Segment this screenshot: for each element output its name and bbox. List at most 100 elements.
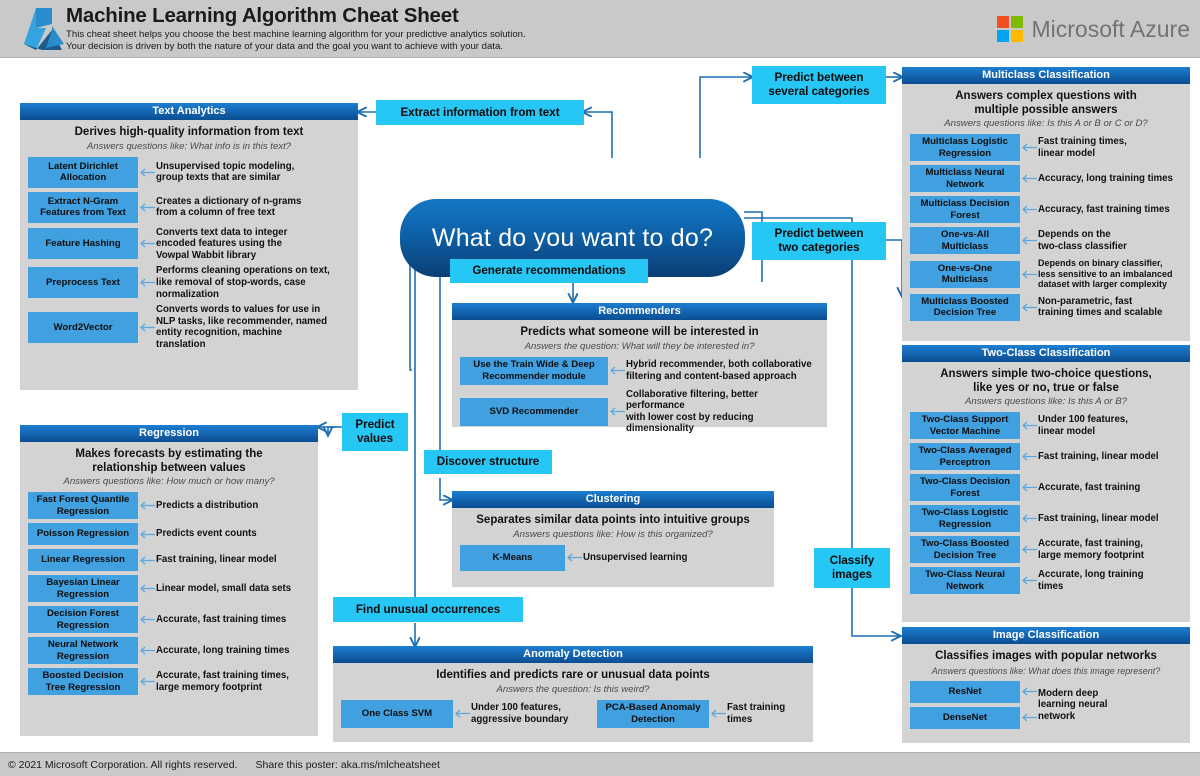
decision-discover-structure[interactable]: Discover structure	[424, 450, 552, 474]
algorithm-row[interactable]: Two-Class Support Vector Machine Under 1…	[910, 412, 1182, 440]
left-arrow-icon	[138, 238, 156, 249]
algorithm-row[interactable]: Extract N-Gram Features from Text Create…	[28, 191, 350, 223]
left-arrow-icon	[1020, 451, 1038, 462]
algorithm-desc: Hybrid recommender, both collaborative f…	[626, 359, 812, 382]
panel-text-analytics: Text Analytics Derives high-quality info…	[20, 103, 358, 390]
algorithm-row[interactable]: Latent Dirichlet Allocation Unsupervised…	[28, 156, 350, 188]
algorithm-box[interactable]: Two-Class Logistic Regression	[910, 505, 1020, 533]
algorithm-row[interactable]: ResNet	[910, 680, 1038, 703]
algorithm-desc: Fast training, linear model	[156, 554, 277, 566]
panel-subtitle: Answers questions like: What info is in …	[86, 140, 292, 152]
algorithm-desc: Predicts a distribution	[156, 499, 259, 511]
algorithm-box[interactable]: K-Means	[460, 544, 565, 571]
algorithm-box[interactable]: Fast Forest Quantile Regression	[28, 492, 138, 520]
algorithm-box[interactable]: One Class SVM	[341, 699, 453, 728]
left-arrow-icon	[138, 555, 156, 566]
decision-label: Predict values	[355, 418, 395, 445]
algorithm-row[interactable]: Two-Class Neural Network Accurate, long …	[910, 567, 1182, 595]
algorithm-box[interactable]: Two-Class Boosted Decision Tree	[910, 536, 1020, 564]
panel-regression: Regression Makes forecasts by estimating…	[20, 425, 318, 736]
algorithm-row[interactable]: Bayesian Linear Regression Linear model,…	[28, 575, 310, 603]
algorithm-desc: Depends on the two-class classifier	[1038, 229, 1127, 252]
algorithm-box[interactable]: Multiclass Neural Network	[910, 165, 1020, 193]
algorithm-box[interactable]: Two-Class Averaged Perceptron	[910, 443, 1020, 471]
algorithm-row[interactable]: Two-Class Averaged Perceptron Fast train…	[910, 443, 1182, 471]
algorithm-row[interactable]: K-Means Unsupervised learning	[460, 544, 766, 571]
algorithm-box[interactable]: Multiclass Decision Forest	[910, 196, 1020, 224]
panel-subtitle: Answers questions like: Is this A or B o…	[944, 118, 1148, 130]
algorithm-box[interactable]: Boosted Decision Tree Regression	[28, 668, 138, 696]
decision-extract-information-from-text[interactable]: Extract information from text	[376, 100, 584, 125]
algorithm-row[interactable]: DenseNet	[910, 706, 1038, 729]
algorithm-box[interactable]: Preprocess Text	[28, 267, 138, 299]
decision-label: Classify images	[829, 554, 875, 581]
algorithm-row[interactable]: Multiclass Decision Forest Accuracy, fas…	[910, 196, 1182, 224]
algorithm-row[interactable]: One-vs-One Multiclass Depends on binary …	[910, 258, 1182, 290]
algorithm-box[interactable]: One-vs-All Multiclass	[910, 227, 1020, 255]
decision-generate-recommendations[interactable]: Generate recommendations	[450, 259, 648, 283]
left-arrow-icon	[453, 708, 471, 719]
algorithm-box[interactable]: DenseNet	[910, 706, 1020, 729]
algorithm-row[interactable]: Two-Class Logistic Regression Fast train…	[910, 505, 1182, 533]
algorithm-row[interactable]: Decision Forest Regression Accurate, fas…	[28, 606, 310, 634]
algorithm-row[interactable]: Feature Hashing Converts text data to in…	[28, 227, 350, 262]
algorithm-box[interactable]: Two-Class Support Vector Machine	[910, 412, 1020, 440]
left-arrow-icon	[565, 552, 583, 563]
left-arrow-icon	[138, 676, 156, 687]
algorithm-row[interactable]: Two-Class Decision Forest Accurate, fast…	[910, 474, 1182, 502]
algorithm-row[interactable]: Word2Vector Converts words to values for…	[28, 304, 350, 350]
algorithm-box[interactable]: Poisson Regression	[28, 523, 138, 546]
algorithm-box[interactable]: Word2Vector	[28, 311, 138, 343]
algorithm-box[interactable]: Neural Network Regression	[28, 637, 138, 665]
algorithm-box[interactable]: One-vs-One Multiclass	[910, 260, 1020, 288]
algorithm-box[interactable]: Decision Forest Regression	[28, 606, 138, 634]
panel-title: Classifies images with popular networks	[935, 650, 1157, 662]
algorithm-row[interactable]: Multiclass Logistic Regression Fast trai…	[910, 134, 1182, 162]
algorithm-row[interactable]: Preprocess Text Performs cleaning operat…	[28, 265, 350, 300]
algorithm-row[interactable]: Multiclass Boosted Decision Tree Non-par…	[910, 293, 1182, 321]
panel-subtitle: Answers the question: Is this weird?	[496, 683, 650, 695]
left-arrow-icon	[138, 645, 156, 656]
algorithm-row[interactable]: Fast Forest Quantile Regression Predicts…	[28, 492, 310, 520]
algorithm-box[interactable]: Use the Train Wide & Deep Recommender mo…	[460, 356, 608, 385]
decision-classify-images[interactable]: Classify images	[814, 548, 890, 588]
left-arrow-icon	[1020, 420, 1038, 431]
algorithm-row[interactable]: Use the Train Wide & Deep Recommender mo…	[460, 356, 819, 385]
decision-predict-between-two-categories[interactable]: Predict between two categories	[752, 222, 886, 260]
algorithm-row[interactable]: One Class SVM Under 100 features, aggres…	[341, 699, 805, 728]
algorithm-desc: Accurate, fast training, large memory fo…	[1038, 538, 1145, 561]
decision-label: Generate recommendations	[472, 264, 626, 278]
algorithm-box[interactable]: Feature Hashing	[28, 228, 138, 260]
algorithm-row[interactable]: One-vs-All Multiclass Depends on the two…	[910, 227, 1182, 255]
page-header: Machine Learning Algorithm Cheat Sheet T…	[0, 0, 1200, 58]
algorithm-row[interactable]: SVD Recommender Collaborative filtering,…	[460, 389, 819, 435]
algorithm-row[interactable]: Boosted Decision Tree Regression Accurat…	[28, 668, 310, 696]
decision-find-unusual-occurrences[interactable]: Find unusual occurrences	[333, 597, 523, 622]
decision-predict-values[interactable]: Predict values	[342, 413, 408, 451]
algorithm-box[interactable]: SVD Recommender	[460, 397, 608, 426]
algorithm-box[interactable]: Linear Regression	[28, 549, 138, 572]
algorithm-box[interactable]: Multiclass Logistic Regression	[910, 134, 1020, 162]
algorithm-row[interactable]: Two-Class Boosted Decision Tree Accurate…	[910, 536, 1182, 564]
algorithm-box[interactable]: PCA-Based Anomaly Detection	[597, 699, 709, 728]
left-arrow-icon	[1020, 269, 1038, 280]
decision-predict-between-several-categories[interactable]: Predict between several categories	[752, 66, 886, 104]
left-arrow-icon	[608, 365, 626, 376]
share-text: Share this poster: aka.ms/mlcheatsheet	[255, 758, 440, 771]
algorithm-box[interactable]: Two-Class Decision Forest	[910, 474, 1020, 502]
algorithm-box[interactable]: Extract N-Gram Features from Text	[28, 191, 138, 223]
algorithm-box[interactable]: ResNet	[910, 680, 1020, 703]
algorithm-box[interactable]: Bayesian Linear Regression	[28, 575, 138, 603]
left-arrow-icon	[138, 167, 156, 178]
algorithm-row[interactable]: Neural Network Regression Accurate, long…	[28, 637, 310, 665]
algorithm-desc: Collaborative filtering, better performa…	[626, 388, 758, 435]
algorithm-row[interactable]: Linear Regression Fast training, linear …	[28, 549, 310, 572]
algorithm-box[interactable]: Latent Dirichlet Allocation	[28, 156, 138, 188]
algorithm-box[interactable]: Two-Class Neural Network	[910, 567, 1020, 595]
panel-header: Multiclass Classification	[902, 67, 1190, 84]
algorithm-desc: Fast training, linear model	[1038, 512, 1159, 524]
algorithm-box[interactable]: Multiclass Boosted Decision Tree	[910, 293, 1020, 321]
panel-header: Anomaly Detection	[333, 646, 813, 663]
algorithm-row[interactable]: Multiclass Neural Network Accuracy, long…	[910, 165, 1182, 193]
algorithm-row[interactable]: Poisson Regression Predicts event counts	[28, 523, 310, 546]
